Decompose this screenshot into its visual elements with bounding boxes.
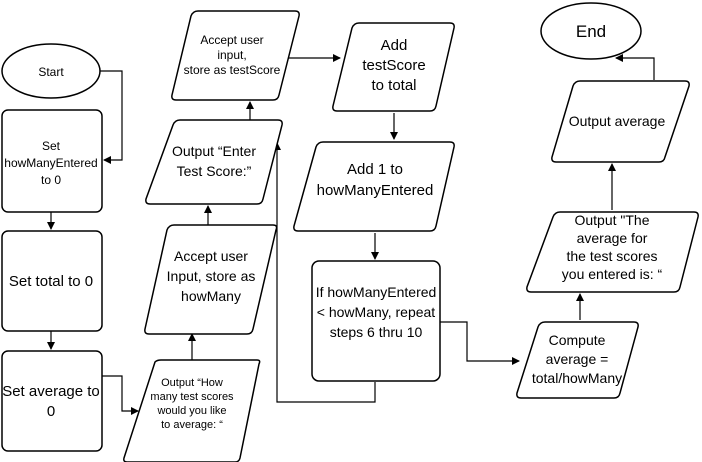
set-average-line: 0 (47, 403, 55, 420)
start-label: Start (38, 65, 64, 79)
set-how-many-process (1, 109, 103, 213)
set-how-many-line: Set (42, 139, 61, 153)
accept-how-many-line: Input, store as (167, 268, 256, 284)
add-one-line: Add 1 to (347, 161, 403, 178)
output-average-line: Output average (569, 113, 666, 129)
start-line: Start (38, 65, 64, 79)
output-how-many-line: many test scores (150, 391, 234, 403)
output-the-avg-line: average for (577, 230, 648, 246)
set-how-many-label: Set howManyEntered to 0 (4, 139, 97, 187)
connector-set-average-to-output-how-many (102, 375, 139, 415)
output-average-parallelogram (551, 80, 690, 163)
accept-how-many-parallelogram (144, 224, 278, 335)
set-total-line: Set total to 0 (9, 273, 93, 290)
compute-average-line: total/howMany (532, 370, 622, 386)
end-label: End (576, 22, 606, 41)
connector-if-repeat-loop-back (273, 142, 376, 403)
accept-score-line: Accept user (200, 33, 263, 47)
accept-how-many-line: Accept user (174, 248, 248, 264)
output-the-avg-parallelogram (526, 211, 699, 293)
add-one-parallelogram (293, 141, 455, 232)
accept-how-many-line: howMany (181, 288, 241, 304)
accept-score-line: input, (217, 48, 246, 62)
add-one-label: Add 1 to howManyEntered (317, 161, 434, 199)
output-the-avg-label: Output "The average for the test scores you… (562, 212, 663, 282)
add-score-label: Add testScore to total (362, 37, 425, 94)
compute-average-line: average = (546, 351, 609, 367)
output-enter-line: Output “Enter (172, 143, 256, 159)
connector-if-repeat-to-compute (440, 321, 520, 365)
output-enter-parallelogram (145, 119, 283, 205)
if-repeat-line: If howManyEntered (316, 284, 437, 300)
compute-average-label: Compute average = total/howMany (532, 332, 622, 386)
if-repeat-process (311, 260, 441, 382)
end-line: End (576, 22, 606, 41)
set-average-label: Set average to 0 (2, 383, 100, 420)
output-the-avg-line: Output "The (574, 212, 649, 228)
connectors (47, 54, 655, 415)
output-enter-line: Test Score:” (177, 163, 252, 179)
set-total-label: Set total to 0 (9, 273, 93, 290)
set-average-line: Set average to (2, 383, 100, 400)
output-how-many-label: Output “How many test scores would you lik… (150, 377, 234, 431)
if-repeat-label: If howManyEntered < howMany, repeat steps … (316, 284, 437, 340)
connector-start-to-set-how-many (100, 70, 123, 164)
set-how-many-line: howManyEntered (4, 156, 97, 170)
add-score-line: testScore (362, 57, 425, 74)
output-how-many-line: Output “How (161, 377, 223, 389)
compute-average-line: Compute (549, 332, 606, 348)
output-how-many-line: to average: “ (161, 419, 223, 431)
accept-score-parallelogram (171, 10, 300, 101)
output-the-avg-line: the test scores (566, 248, 657, 264)
set-total-process (1, 230, 103, 332)
accept-score-line: store as testScore (184, 63, 281, 77)
output-the-avg-line: you entered is: “ (562, 266, 663, 282)
add-score-line: to total (371, 77, 416, 94)
labels: Start Set howManyEntered to 0 Set total to… (2, 22, 665, 431)
add-score-line: Add (381, 37, 408, 54)
start-terminator (1, 43, 101, 99)
output-average-label: Output average (569, 113, 666, 129)
end-terminator (540, 2, 642, 60)
connector-output-average-to-end (615, 54, 655, 80)
add-one-line: howManyEntered (317, 182, 434, 199)
set-how-many-line: to 0 (41, 173, 61, 187)
set-average-process (1, 350, 103, 452)
if-repeat-line: steps 6 thru 10 (330, 324, 423, 340)
compute-average-parallelogram (516, 321, 639, 399)
if-repeat-line: < howMany, repeat (317, 304, 436, 320)
add-score-parallelogram (332, 22, 455, 112)
output-how-many-line: would you like (156, 405, 226, 417)
